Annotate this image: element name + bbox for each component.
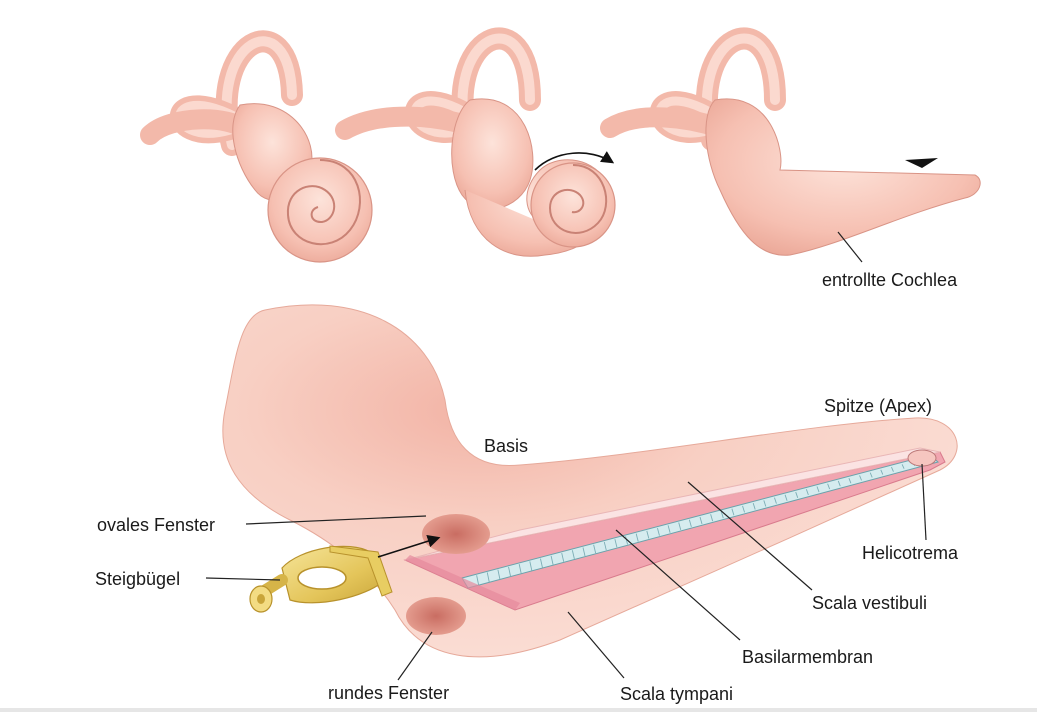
label-unrolled-cochlea: entrollte Cochlea — [822, 270, 958, 290]
label-oval-window: ovales Fenster — [97, 515, 215, 535]
inner-ear-unrolled — [600, 27, 981, 263]
basilar-membrane-hatching — [476, 458, 926, 586]
label-base: Basis — [484, 436, 528, 456]
cochlea-cross-section — [222, 304, 958, 658]
inner-ear-coiled — [140, 30, 373, 263]
label-stapes: Steigbügel — [95, 569, 180, 589]
label-apex: Spitze (Apex) — [824, 396, 932, 416]
leader-stapes — [205, 577, 281, 581]
helicotrema-opening — [907, 449, 937, 467]
direction-arrowhead — [905, 158, 938, 168]
round-window — [406, 597, 466, 635]
stapes-bone — [249, 545, 393, 613]
inner-ear-uncoiling — [335, 27, 616, 257]
leader-oval-window — [245, 515, 427, 525]
label-scala-vestibuli: Scala vestibuli — [812, 593, 927, 613]
leader-scala-vestibuli — [687, 481, 813, 591]
leader-unrolled — [837, 231, 863, 263]
uncoil-arrow — [534, 151, 615, 171]
oval-window — [422, 514, 490, 554]
stapes-arrow — [377, 534, 441, 558]
page-bottom-rule — [0, 708, 1037, 712]
label-basilar-membrane: Basilarmembran — [742, 647, 873, 667]
leader-scala-tympani — [567, 611, 625, 679]
leader-helicotrema — [921, 463, 927, 541]
label-helicotrema: Helicotrema — [862, 543, 959, 563]
label-round-window: rundes Fenster — [328, 683, 449, 703]
leader-round-window — [397, 631, 433, 681]
leader-basilar-membrane — [615, 529, 741, 641]
label-scala-tympani: Scala tympani — [620, 684, 733, 704]
